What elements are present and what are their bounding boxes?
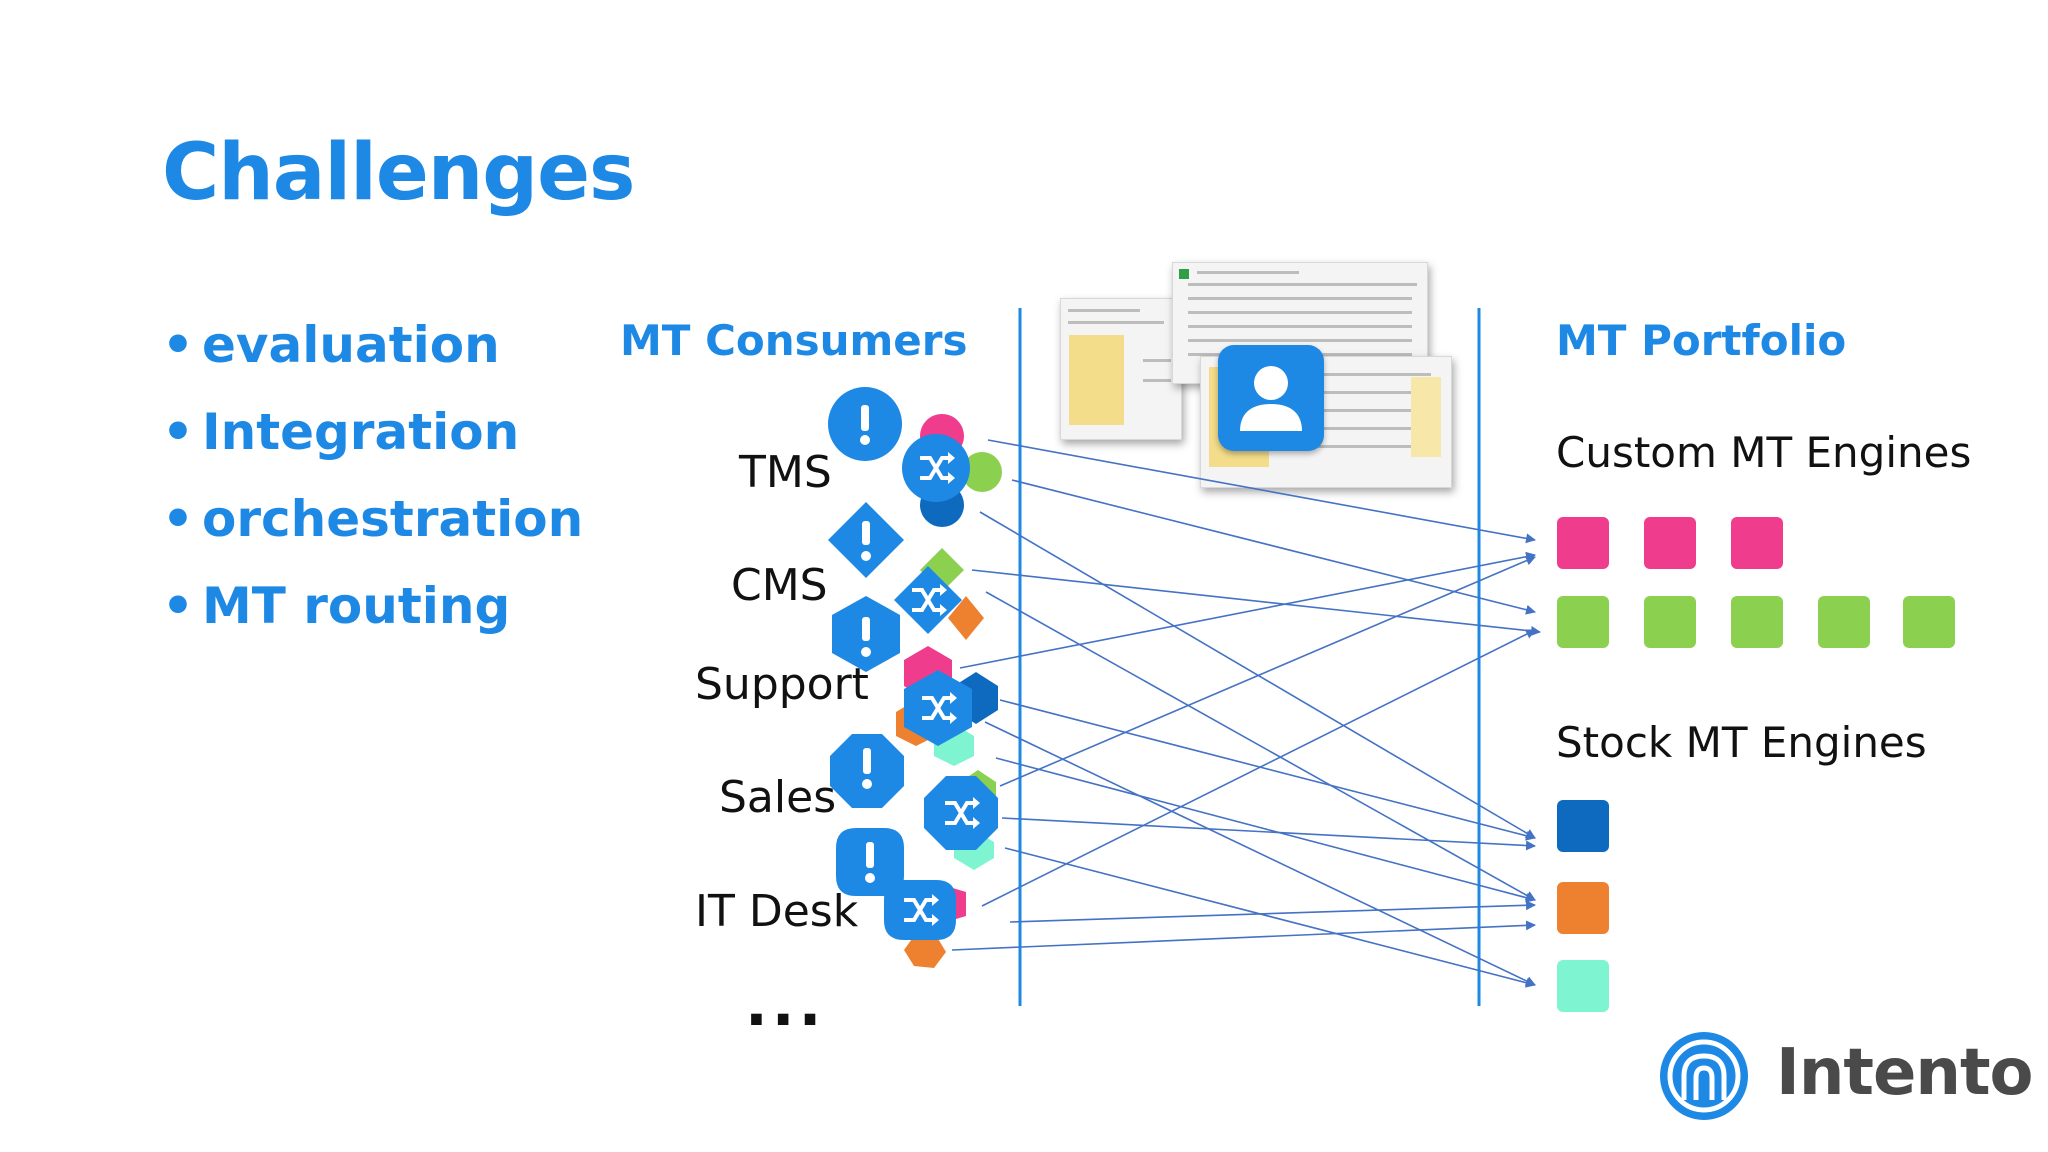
challenge-item: •Integration <box>162 399 583 486</box>
routing-arrow <box>999 699 1536 841</box>
challenge-label: MT routing <box>202 577 511 635</box>
challenge-label: evaluation <box>202 316 500 374</box>
routing-arrow <box>1004 847 1536 988</box>
shuffle-icon <box>924 776 998 850</box>
alert-icon <box>832 596 900 672</box>
user-icon <box>1218 345 1324 451</box>
alert-icon <box>836 828 904 896</box>
consumer-label-it-desk: IT Desk <box>695 886 859 937</box>
consumer-label-cms: CMS <box>731 560 828 611</box>
routing-arrow <box>995 757 1536 903</box>
consumer-icons-cms <box>828 502 984 640</box>
routing-arrow <box>1011 479 1536 615</box>
routing-arrows <box>951 439 1541 988</box>
custom-engine-green <box>1644 596 1696 648</box>
stock-engines-label: Stock MT Engines <box>1556 718 1927 767</box>
stock-engine-blue <box>1557 800 1609 852</box>
more-consumers-ellipsis: ... <box>745 970 826 1040</box>
consumer-icons-it-desk <box>836 828 966 968</box>
stock-engine-mint <box>1557 960 1609 1012</box>
intento-logo-icon <box>1660 1032 1748 1120</box>
bullet-marker: • <box>162 316 194 374</box>
routing-arrow <box>987 439 1536 544</box>
shuffle-icon <box>904 670 972 746</box>
custom-engine-green <box>1818 596 1870 648</box>
bullet-marker: • <box>162 577 194 635</box>
challenge-item: •evaluation <box>162 312 583 399</box>
bullet-marker: • <box>162 403 194 461</box>
shuffle-icon <box>884 880 956 940</box>
alert-icon <box>828 387 902 461</box>
custom-engine-green <box>1731 596 1783 648</box>
routing-arrow <box>999 555 1536 787</box>
custom-engine-pink <box>1644 517 1696 569</box>
custom-engines-label: Custom MT Engines <box>1556 428 1972 477</box>
consumer-label-sales: Sales <box>719 772 837 823</box>
alert-icon <box>830 734 904 808</box>
routing-arrow <box>971 569 1541 636</box>
custom-engine-green <box>1903 596 1955 648</box>
bullet-marker: • <box>162 490 194 548</box>
routing-arrow <box>1001 817 1536 851</box>
spreadsheet-left <box>1060 298 1182 440</box>
slide-title: Challenges <box>162 128 635 218</box>
routing-arrow <box>959 551 1536 669</box>
challenge-label: orchestration <box>202 490 584 548</box>
stock-engine-orange <box>1557 882 1609 934</box>
engine-dot-orange <box>904 932 946 968</box>
routing-arrow <box>984 721 1536 986</box>
user-glyph <box>1240 366 1302 431</box>
alert-icon <box>828 502 904 578</box>
routing-arrow <box>951 920 1536 951</box>
challenge-item: •orchestration <box>162 486 583 573</box>
consumer-label-tms: TMS <box>739 447 832 498</box>
shuffle-icon <box>902 434 970 502</box>
portfolio-heading: MT Portfolio <box>1556 316 1847 365</box>
challenge-item: •MT routing <box>162 573 583 660</box>
routing-arrow <box>981 629 1536 907</box>
engine-dot-green <box>962 452 1002 492</box>
challenge-label: Integration <box>202 403 520 461</box>
consumers-heading: MT Consumers <box>620 316 968 365</box>
consumer-icons-support <box>832 596 998 766</box>
challenge-list: •evaluation •Integration •orchestration … <box>162 312 583 660</box>
custom-engine-pink <box>1731 517 1783 569</box>
routing-arrow <box>1009 900 1536 923</box>
intento-logo-text: Intento <box>1776 1036 2033 1110</box>
routing-arrow <box>985 591 1536 901</box>
consumer-label-support: Support <box>695 659 869 710</box>
custom-engine-green <box>1557 596 1609 648</box>
custom-engine-pink <box>1557 517 1609 569</box>
consumer-icons-tms <box>828 387 1002 527</box>
shuffle-icon <box>894 566 962 634</box>
engine-dot-orange <box>948 596 984 640</box>
consumer-icons-sales <box>830 734 998 870</box>
